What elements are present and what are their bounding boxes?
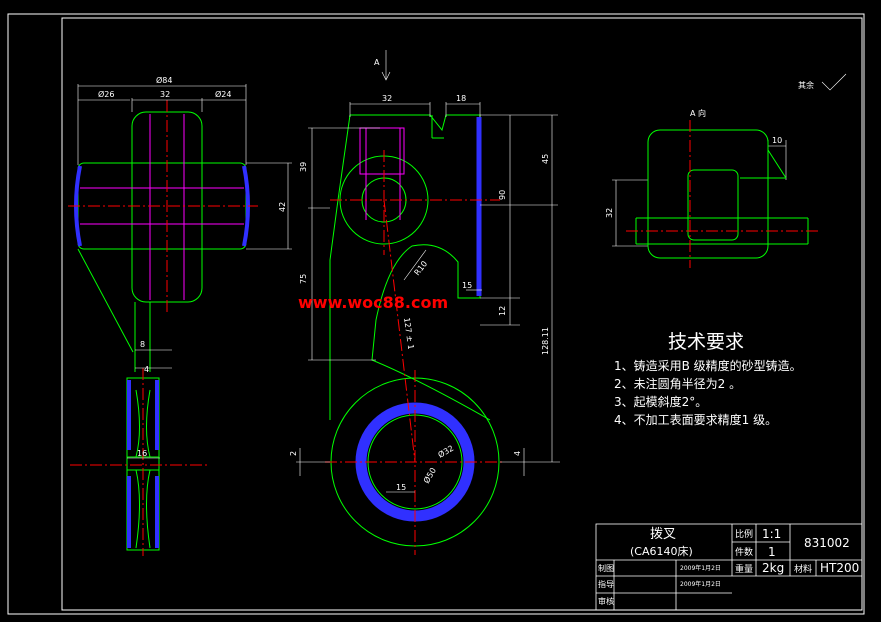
dim-w10-view: 10 [772,136,782,145]
front-view: A 32 18 39 75 90 45 R10 15 12 127 ± 1 12… [289,50,560,555]
dim-h90: 90 [498,190,507,200]
qty-label: 件数 [735,546,753,558]
weight-label: 重量 [735,563,753,575]
dim-d2: 2 [289,451,298,456]
material-value: HT200 [820,561,859,575]
dim-127: 127 ± 1 [402,317,415,350]
title-block: 拨叉 (CA6140床) 比例 1:1 件数 1 831002 重量 2kg 材… [595,523,863,611]
guide-label: 指导 [598,579,614,589]
dim-d4-right: 4 [513,451,522,456]
dim-d16: 16 [137,449,147,458]
review-label: 审核 [598,596,614,606]
dim-d4: 4 [144,365,149,374]
tech-title: 技术要求 [668,331,744,353]
dim-128: 128.11 [541,327,550,355]
view-a: A 向 其余 32 10 [605,73,847,268]
dim-h45: 45 [541,154,550,164]
dim-r10: R10 [412,259,429,277]
tech-item-4: 4、不加工表面要求精度1 级。 [614,412,777,427]
drawing-number: 831002 [804,536,850,550]
inner-frame [61,17,863,611]
dim-h42: 42 [278,202,287,212]
scale-label: 比例 [735,528,753,540]
dim-h32-view: 32 [605,208,614,218]
dim-h39: 39 [299,162,308,172]
dim-w32-front: 32 [382,94,392,103]
outer-frame [7,13,865,615]
left-side-view: Ø84 Ø26 32 Ø24 42 8 4 16 [68,75,292,556]
dim-h15-upper: 15 [462,281,472,290]
dim-d84: Ø84 [156,75,172,85]
surface-finish-label: 其余 [798,80,814,90]
dim-phi50: Ø50 [421,466,438,485]
qty-value: 1 [768,545,776,559]
section-arrow-label: A [374,58,380,67]
dim-h12: 12 [498,306,507,316]
dim-d26: Ø26 [98,89,114,99]
tech-item-3: 3、起模斜度2°。 [614,394,707,409]
drawn-date: 2009年1月2日 [680,564,721,572]
view-a-label: A 向 [690,108,706,118]
scale-value: 1:1 [762,527,781,541]
part-name: 拨叉 [650,527,676,542]
watermark: www.woc88.com [298,293,448,312]
weight-value: 2kg [762,561,784,575]
part-sub: (CA6140床) [630,544,693,558]
guide-date: 2009年1月2日 [680,580,721,588]
dim-w18: 18 [456,94,466,103]
dim-h75: 75 [299,274,308,284]
tech-item-1: 1、铸造采用B 级精度的砂型铸造。 [614,358,802,373]
tech-item-2: 2、未注圆角半径为2 。 [614,376,741,391]
drawn-label: 制图 [598,563,614,573]
material-label: 材料 [794,563,812,575]
dim-h15-lower: 15 [396,483,406,492]
tech-requirements: 技术要求 1、铸造采用B 级精度的砂型铸造。 2、未注圆角半径为2 。 3、起模… [614,331,802,427]
dim-phi32: Ø32 [436,443,455,460]
dim-d24: Ø24 [215,89,231,99]
dim-d8: 8 [140,340,145,349]
dim-w32-left: 32 [160,90,170,99]
